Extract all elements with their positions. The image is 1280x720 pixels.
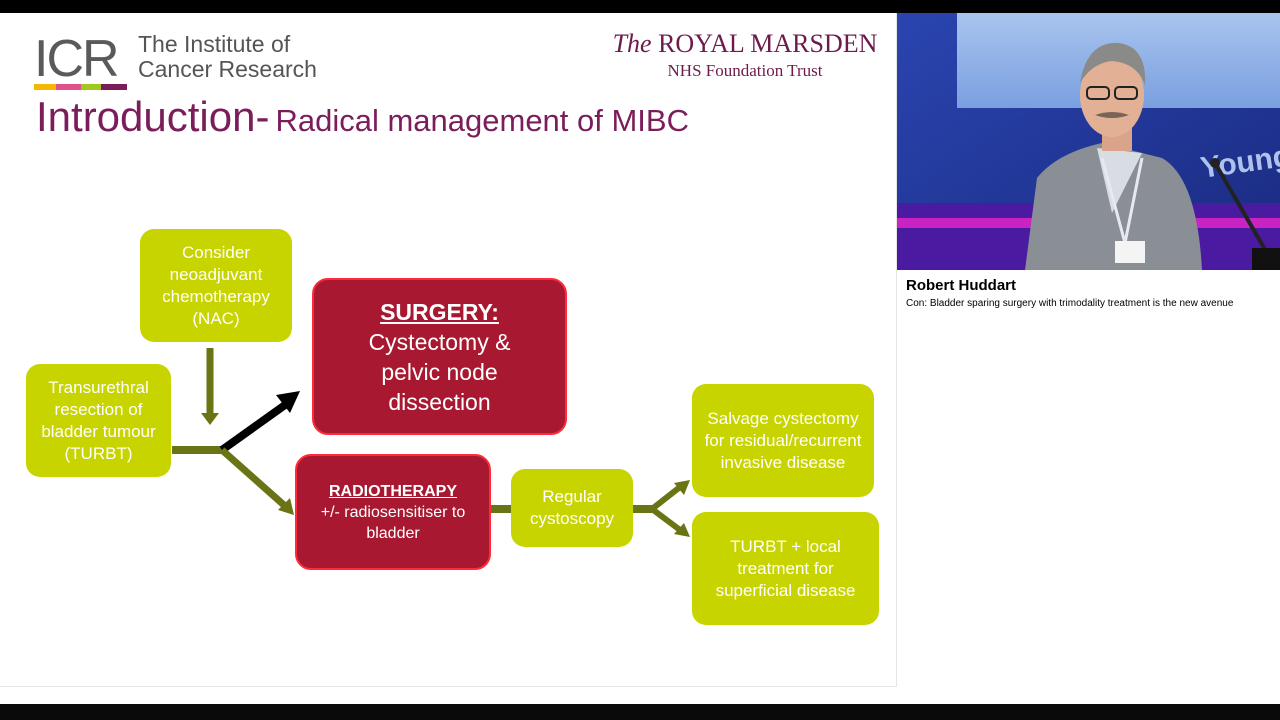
- rm-logo-the: The: [612, 29, 652, 58]
- radiotherapy-arrow-head: [278, 498, 294, 515]
- bottom-letterbox: [0, 704, 1280, 720]
- talk-title: Con: Bladder sparing surgery with trimod…: [906, 298, 1234, 309]
- flow-connectors: [172, 348, 690, 537]
- speaker-video: Young: [897, 13, 1280, 270]
- rm-logo-trust: NHS Foundation Trust: [667, 61, 823, 80]
- slide-title: Introduction-Radical management of MIBC: [36, 93, 689, 141]
- turbt-box: Transurethral resection of bladder tumou…: [26, 364, 171, 477]
- salvage-box: Salvage cystectomy for residual/recurren…: [692, 384, 874, 497]
- radiotherapy-heading: RADIOTHERAPY: [328, 482, 457, 500]
- salvage-arrow-head: [674, 480, 690, 495]
- radiotherapy-arrow-shaft: [219, 447, 288, 509]
- surgery-arrow-shaft: [219, 401, 288, 454]
- local-arrow-shaft: [650, 506, 682, 533]
- nac-box: Consider neoadjuvant chemotherapy (NAC): [140, 229, 292, 342]
- top-letterbox: [0, 0, 1280, 13]
- icr-logo-line2: Cancer Research: [138, 56, 317, 82]
- player-stage: ICR The Institute of Cancer Research The…: [0, 13, 1280, 704]
- local-arrow-head: [674, 523, 690, 537]
- radiotherapy-body: +/- radiosensitiser to bladder: [320, 503, 466, 542]
- presentation-slide: ICR The Institute of Cancer Research The…: [0, 13, 897, 687]
- icr-logo-text: The Institute of Cancer Research: [138, 32, 317, 82]
- slide-title-sub: Radical management of MIBC: [275, 103, 689, 138]
- surgery-heading: SURGERY:: [380, 298, 499, 325]
- icr-logo-stripes: [34, 84, 127, 90]
- cystoscopy-box: Regular cystoscopy: [511, 469, 633, 547]
- icr-logo-line1: The Institute of: [138, 31, 291, 57]
- salvage-arrow-shaft: [650, 484, 682, 512]
- local-treatment-box: TURBT + local treatment for superficial …: [692, 512, 879, 625]
- slide-title-main: Introduction-: [36, 93, 270, 140]
- surgery-arrow-head: [276, 391, 300, 413]
- nac-down-arrow-head: [201, 413, 219, 425]
- surgery-box: SURGERY: Cystectomy & pelvic node dissec…: [312, 278, 567, 435]
- speaker-video-frame: Young: [897, 13, 1280, 270]
- surgery-body: Cystectomy & pelvic node dissection: [368, 328, 511, 415]
- icr-logo-mark: ICR: [34, 30, 120, 88]
- royal-marsden-logo: The ROYAL MARSDEN NHS Foundation Trust: [610, 30, 880, 81]
- speaker-name: Robert Huddart: [906, 277, 1016, 294]
- radiotherapy-box: RADIOTHERAPY +/- radiosensitiser to blad…: [295, 454, 491, 570]
- rm-logo-name: ROYAL MARSDEN: [658, 29, 878, 58]
